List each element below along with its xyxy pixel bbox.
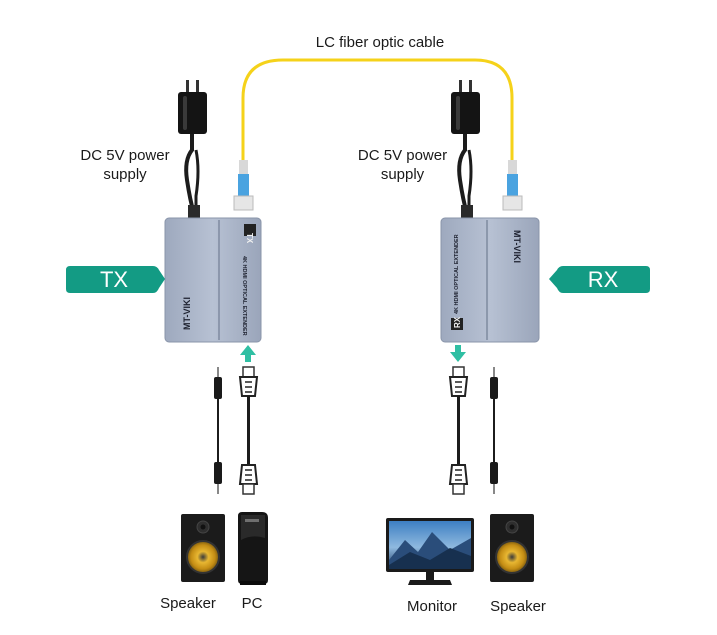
tx-audio-cable xyxy=(214,367,222,494)
monitor-icon xyxy=(386,518,474,585)
rx-tag-label: RX xyxy=(587,267,619,292)
tx-power-supply-label: DC 5V power supply xyxy=(80,147,170,183)
speaker-right-label: Speaker xyxy=(490,598,546,615)
rx-product-text: 4K HDMI OPTICAL EXTENDER xyxy=(454,234,460,314)
rx-lc-connector xyxy=(502,160,523,211)
tx-hdmi-cable xyxy=(238,366,259,495)
speaker-left-label: Speaker xyxy=(160,595,216,612)
tx-brand-text: MT-VIKI xyxy=(182,297,192,330)
fiber-optic-cable xyxy=(241,58,514,205)
tx-input-arrow-icon xyxy=(240,345,256,362)
tx-extender-box xyxy=(164,217,262,343)
rx-brand-text: MT-VIKI xyxy=(512,230,522,263)
tx-power-adapter xyxy=(178,80,207,219)
rx-output-arrow-icon xyxy=(450,345,466,362)
rx-port-mark: RX xyxy=(453,316,462,328)
rx-power-adapter xyxy=(451,80,480,219)
fiber-cable-label: LC fiber optic cable xyxy=(315,34,445,51)
tx-tag xyxy=(66,266,165,293)
pc-label: PC xyxy=(241,595,263,612)
rx-hdmi-cable xyxy=(448,366,469,495)
rx-power-supply-label: DC 5V power supply xyxy=(357,147,448,183)
rx-audio-cable xyxy=(490,367,498,494)
rx-extender-box xyxy=(440,217,540,343)
tx-product-text: 4K HDMI OPTICAL EXTENDER xyxy=(241,256,247,336)
tx-port-mark: TX xyxy=(245,233,254,244)
rx-tag xyxy=(549,266,650,293)
speaker-left-icon xyxy=(181,514,225,582)
pc-tower-icon xyxy=(238,512,268,585)
tx-lc-connector xyxy=(233,160,254,211)
speaker-right-icon xyxy=(490,514,534,582)
monitor-label: Monitor xyxy=(406,598,458,615)
tx-tag-label: TX xyxy=(99,267,129,292)
